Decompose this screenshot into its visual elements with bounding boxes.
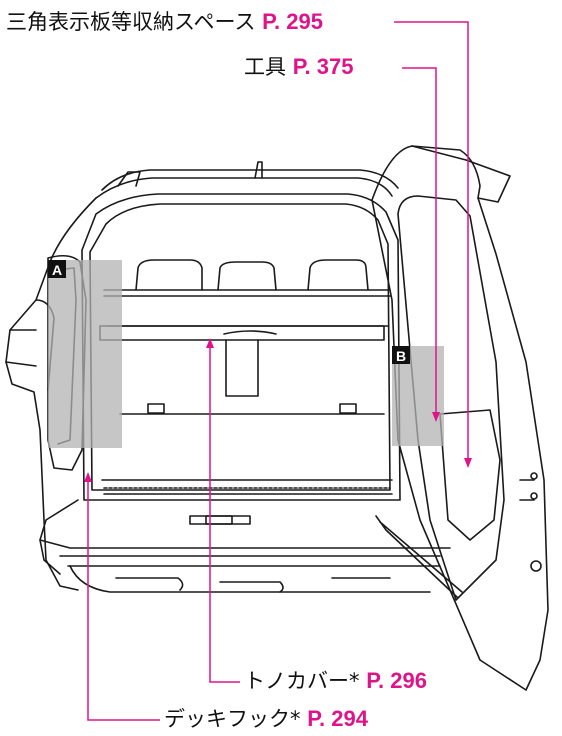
marker-b-box xyxy=(392,346,410,364)
callout-tonneau-cover: トノカバー* P. 296 xyxy=(244,670,427,692)
taillight-left xyxy=(47,254,87,471)
leader-warning-triangle xyxy=(394,21,469,460)
callout-label: 工具 xyxy=(244,55,286,79)
callout-deck-hook: デッキフック* P. 294 xyxy=(164,708,368,730)
callout-tools: 工具 P. 375 xyxy=(244,56,353,78)
marker-b: B xyxy=(396,348,406,364)
arrow-tools xyxy=(432,412,440,422)
seat-left xyxy=(135,259,203,291)
marker-a-box xyxy=(48,260,66,278)
tailgate xyxy=(371,145,549,691)
page-reference-link[interactable]: P. 294 xyxy=(307,706,368,731)
cargo-opening xyxy=(81,193,401,501)
roof xyxy=(101,169,399,191)
seat-right xyxy=(307,259,369,291)
leader-tools xyxy=(402,67,437,414)
leader-tonneau-cover xyxy=(209,345,240,683)
page-reference-link[interactable]: P. 295 xyxy=(262,9,323,34)
cargo-floor xyxy=(101,413,393,495)
arrow-tonneau-cover xyxy=(206,338,214,348)
callout-label: デッキフック* xyxy=(164,707,301,731)
callout-label: 三角表示板等収納スペース xyxy=(6,10,256,34)
page-reference-link[interactable]: P. 375 xyxy=(292,54,354,79)
leader-deck-hook xyxy=(87,480,160,721)
marker-a: A xyxy=(52,262,62,278)
seat-center xyxy=(217,261,277,291)
highlight-zone-a xyxy=(48,260,122,448)
callout-label: トノカバー* xyxy=(244,669,360,693)
arrow-warning-triangle xyxy=(464,458,472,468)
arrow-deck-hook xyxy=(84,472,92,482)
page-reference-link[interactable]: P. 296 xyxy=(366,668,427,693)
callout-warning-triangle: 三角表示板等収納スペース P. 295 xyxy=(6,11,323,33)
gas-strut xyxy=(375,515,463,599)
